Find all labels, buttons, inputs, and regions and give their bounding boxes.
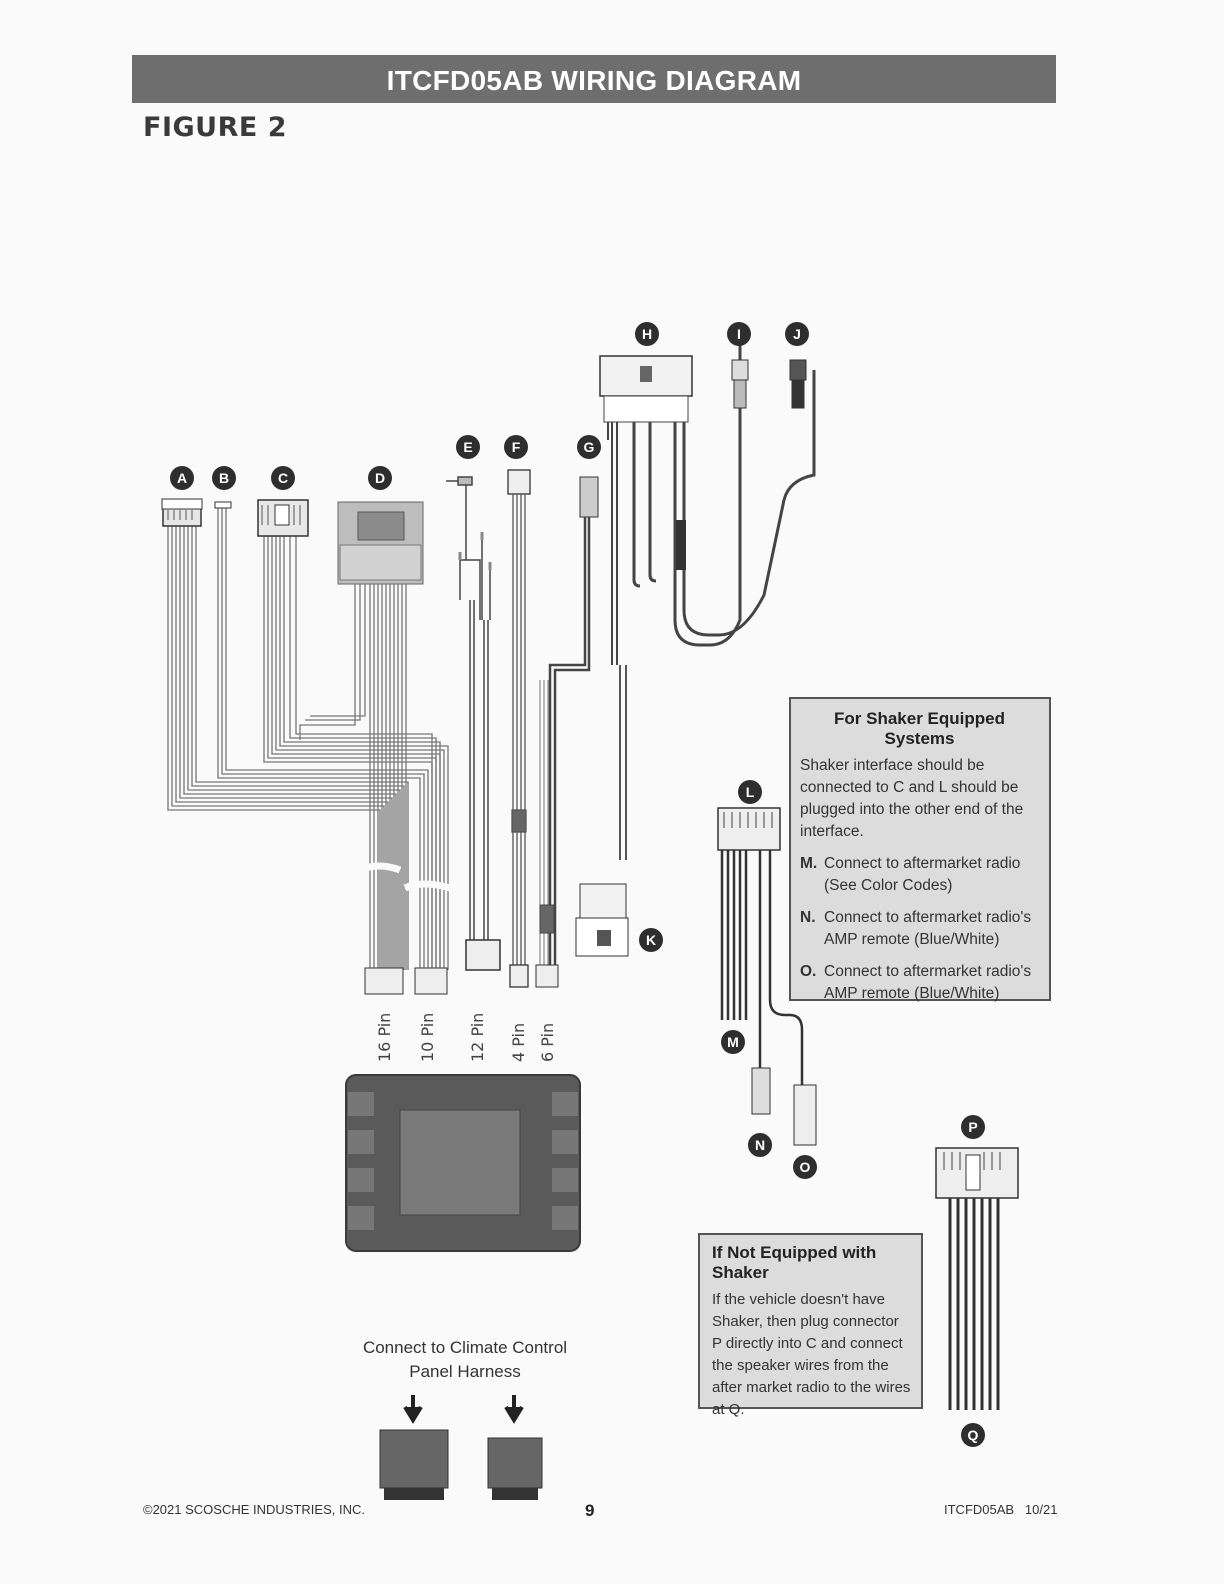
letter-badge-label: L <box>746 784 755 800</box>
shaker-item-n: N. Connect to aftermarket radio's AMP re… <box>800 907 1039 951</box>
connector-f <box>507 469 531 988</box>
shaker-item-text: Connect to aftermarket radio's AMP remot… <box>824 963 1032 1002</box>
climate-control-caption: Connect to Climate Control Panel Harness <box>340 1336 590 1384</box>
letter-badge-label: F <box>512 439 521 455</box>
letter-badge-j: J <box>785 322 809 346</box>
pin-label-10: 10 Pin <box>418 1012 437 1062</box>
shaker-item-letter: N. <box>800 909 816 926</box>
letter-badge-label: P <box>968 1119 977 1135</box>
connector-p <box>935 1147 1019 1410</box>
footer-doc-id: ITCFD05AB 10/21 <box>944 1502 1058 1517</box>
shaker-item-o: O. Connect to aftermarket radio's AMP re… <box>800 961 1039 1005</box>
connector-l <box>717 807 817 1146</box>
letter-badge-label: N <box>755 1137 765 1153</box>
letter-badge-f: F <box>504 435 528 459</box>
no-shaker-box-title: If Not Equipped with Shaker <box>712 1243 877 1282</box>
connector-h <box>599 335 816 860</box>
letter-badge-label: D <box>375 470 385 486</box>
connector-letter-badges: A B C D E F G H I J K L M N O P Q <box>170 322 985 1447</box>
letter-badge-n: N <box>748 1133 772 1157</box>
connector-c <box>257 499 309 537</box>
letter-badge-q: Q <box>961 1423 985 1447</box>
letter-badge-label: C <box>278 470 288 486</box>
caption-line-1: Connect to Climate Control <box>362 1338 568 1357</box>
letter-badge-label: J <box>793 326 801 342</box>
climate-control-connectors <box>379 1395 543 1500</box>
letter-badge-label: B <box>219 470 229 486</box>
connector-a <box>161 498 203 527</box>
shaker-box-title: For Shaker Equipped Systems <box>834 709 1005 748</box>
pin-label-6: 6 Pin <box>538 1022 557 1062</box>
letter-badge-l: L <box>738 780 762 804</box>
letter-badge-h: H <box>635 322 659 346</box>
connector-g <box>535 476 599 988</box>
shaker-item-m: M. Connect to aftermarket radio (See Col… <box>800 853 1039 897</box>
connector-j <box>789 359 807 409</box>
shaker-item-letter: O. <box>800 963 817 980</box>
letter-badge-i: I <box>727 322 751 346</box>
pin-label-4: 4 Pin <box>509 1022 528 1062</box>
connector-k <box>575 883 629 957</box>
shaker-item-text: Connect to aftermarket radio's AMP remot… <box>824 909 1032 948</box>
page-number: 9 <box>585 1501 595 1520</box>
connector-d <box>337 501 424 585</box>
letter-badge-g: G <box>577 435 601 459</box>
letter-badge-label: A <box>177 470 187 486</box>
letter-badge-o: O <box>793 1155 817 1179</box>
pin-label-12: 12 Pin <box>468 1012 487 1062</box>
letter-badge-b: B <box>212 466 236 490</box>
letter-badge-label: K <box>646 932 656 948</box>
shaker-box-intro: Shaker interface should be connected to … <box>800 757 1024 840</box>
harness-abc-wires <box>167 505 449 970</box>
letter-badge-a: A <box>170 466 194 490</box>
connector-e <box>446 476 501 971</box>
letter-badge-label: Q <box>968 1427 979 1443</box>
harness-end-connectors <box>364 967 448 995</box>
diagram-title-banner: ITCFD05AB WIRING DIAGRAM <box>132 55 1056 103</box>
wire-break-marks <box>358 622 1015 1334</box>
letter-badge-c: C <box>271 466 295 490</box>
figure-label: FIGURE 2 <box>143 112 287 143</box>
letter-badge-p: P <box>961 1115 985 1139</box>
caption-line-2: Panel Harness <box>409 1362 521 1381</box>
shaker-item-letter: M. <box>800 855 818 872</box>
footer-copyright: ©2021 SCOSCHE INDUSTRIES, INC. <box>143 1502 365 1517</box>
pin-label-16: 16 Pin <box>375 1012 394 1062</box>
letter-badge-label: O <box>800 1159 811 1175</box>
letter-badge-k: K <box>639 928 663 952</box>
letter-badge-label: G <box>584 439 595 455</box>
no-shaker-box-text: If the vehicle doesn't have Shaker, then… <box>712 1291 911 1418</box>
interface-module <box>345 1074 581 1252</box>
letter-badge-label: I <box>737 326 741 342</box>
no-shaker-info-box: If Not Equipped with Shaker If the vehic… <box>698 1233 923 1418</box>
letter-badge-label: H <box>642 326 652 342</box>
shaker-info-box: For Shaker Equipped Systems Shaker inter… <box>789 697 1051 1002</box>
letter-badge-e: E <box>456 435 480 459</box>
letter-badge-m: M <box>721 1030 745 1054</box>
letter-badge-label: M <box>727 1034 739 1050</box>
connector-i <box>731 359 749 409</box>
letter-badge-d: D <box>368 466 392 490</box>
shaker-item-text: Connect to aftermarket radio (See Color … <box>824 855 1021 894</box>
connector-b <box>214 501 232 509</box>
letter-badge-label: E <box>463 439 472 455</box>
